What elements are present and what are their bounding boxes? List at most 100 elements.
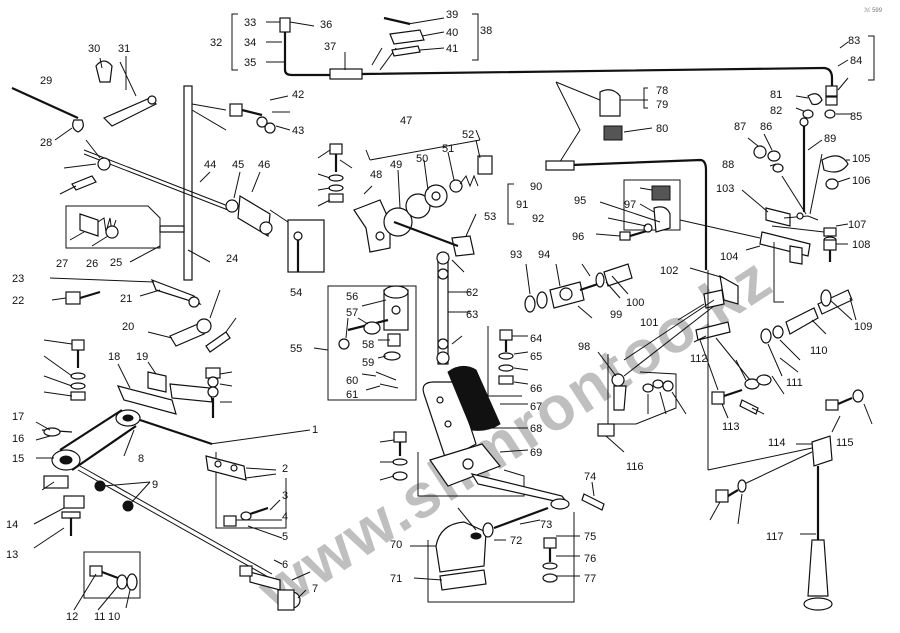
- part-label-31: 31: [118, 43, 130, 55]
- part-label-74: 74: [584, 471, 596, 483]
- part-label-52: 52: [462, 129, 474, 141]
- rod-44-46: [83, 149, 325, 273]
- part-label-23: 23: [12, 273, 24, 285]
- part-label-50: 50: [416, 153, 428, 165]
- part-label-41: 41: [446, 43, 458, 55]
- part-label-1: 1: [312, 424, 318, 436]
- part-label-93: 93: [510, 249, 522, 261]
- part-label-60: 60: [346, 375, 358, 387]
- part-label-45: 45: [232, 159, 244, 171]
- part-label-14: 14: [6, 519, 18, 531]
- part-label-109: 109: [854, 321, 872, 333]
- part-label-40: 40: [446, 27, 458, 39]
- bolt-stack-64: [487, 326, 529, 397]
- part-label-27: 27: [56, 258, 68, 270]
- part-label-64: 64: [530, 333, 542, 345]
- part-label-90: 90: [530, 181, 542, 193]
- part-label-110: 110: [810, 345, 828, 357]
- part-label-57: 57: [346, 307, 358, 319]
- part-label-61: 61: [346, 389, 358, 401]
- part-label-7: 7: [312, 583, 318, 595]
- part-label-21: 21: [120, 293, 132, 305]
- part-label-24: 24: [226, 253, 238, 265]
- part-label-8: 8: [138, 453, 144, 465]
- bracket-18-19: [116, 361, 233, 418]
- part-label-108: 108: [852, 239, 870, 251]
- part-label-115: 115: [836, 437, 854, 449]
- parts-10-17-left: [59, 139, 111, 195]
- part-label-35: 35: [244, 57, 256, 69]
- part-label-44: 44: [204, 159, 216, 171]
- part-label-91: 91: [516, 199, 528, 211]
- part-label-25: 25: [110, 257, 122, 269]
- part-label-66: 66: [530, 383, 542, 395]
- part-label-5: 5: [282, 531, 288, 543]
- part-label-100: 100: [626, 297, 644, 309]
- part-label-56: 56: [346, 291, 358, 303]
- part-label-54: 54: [290, 287, 302, 299]
- part-label-26: 26: [86, 258, 98, 270]
- part-label-95: 95: [574, 195, 586, 207]
- part-label-10: 10: [108, 611, 120, 623]
- part-label-28: 28: [40, 137, 52, 149]
- part-label-97: 97: [624, 199, 636, 211]
- part-label-81: 81: [770, 89, 782, 101]
- part-label-22: 22: [12, 295, 24, 307]
- part-label-76: 76: [584, 553, 596, 565]
- bolt-stack-12: [73, 551, 141, 611]
- part-label-2: 2: [282, 463, 288, 475]
- part-label-111: 111: [786, 377, 803, 389]
- part-label-107: 107: [848, 219, 866, 231]
- part-label-42: 42: [292, 89, 304, 101]
- part-label-38: 38: [480, 25, 492, 37]
- part-label-32: 32: [210, 37, 222, 49]
- part-label-92: 92: [532, 213, 544, 225]
- part-label-94: 94: [538, 249, 550, 261]
- part-label-83: 83: [848, 35, 860, 47]
- part-label-4: 4: [282, 511, 288, 523]
- part-label-9: 9: [152, 479, 158, 491]
- part-label-11: 11: [94, 611, 105, 623]
- bracket-2: [205, 452, 287, 577]
- part-label-82: 82: [770, 105, 782, 117]
- part-label-80: 80: [656, 123, 668, 135]
- part-label-86: 86: [760, 121, 772, 133]
- spring-27: [65, 205, 211, 263]
- part-label-17: 17: [12, 411, 24, 423]
- part-label-49: 49: [390, 159, 402, 171]
- clip-detail-78-80: [545, 81, 708, 270]
- part-label-13: 13: [6, 549, 18, 561]
- part-label-77: 77: [584, 573, 596, 585]
- corner-note: ℳ 599: [864, 7, 883, 14]
- assembly-81-106: [741, 93, 852, 265]
- part-label-36: 36: [320, 19, 332, 31]
- part-label-84: 84: [850, 55, 862, 67]
- part-label-116: 116: [626, 461, 644, 473]
- part-label-48: 48: [370, 169, 382, 181]
- part-label-112: 112: [690, 353, 708, 365]
- part-label-53: 53: [484, 211, 496, 223]
- part-label-39: 39: [446, 9, 458, 21]
- part-label-63: 63: [466, 309, 478, 321]
- part-label-19: 19: [136, 351, 148, 363]
- top-pipe-assembly: [231, 13, 875, 106]
- part-label-87: 87: [734, 121, 746, 133]
- part-label-79: 79: [656, 99, 668, 111]
- part-label-72: 72: [510, 535, 522, 547]
- part-label-73: 73: [540, 519, 552, 531]
- part-label-34: 34: [244, 37, 256, 49]
- watermark: www.slimrontoo.kz: [246, 243, 785, 626]
- part-label-43: 43: [292, 125, 304, 137]
- part-label-6: 6: [282, 559, 288, 571]
- pedal-67-69: [379, 366, 570, 505]
- part-label-102: 102: [660, 265, 678, 277]
- part-label-67: 67: [530, 401, 542, 413]
- part-label-104: 104: [720, 251, 738, 263]
- part-label-18: 18: [108, 351, 120, 363]
- part-label-114: 114: [768, 437, 786, 449]
- assembly-107-117: [707, 242, 873, 611]
- part-label-59: 59: [362, 357, 374, 369]
- part-label-99: 99: [610, 309, 622, 321]
